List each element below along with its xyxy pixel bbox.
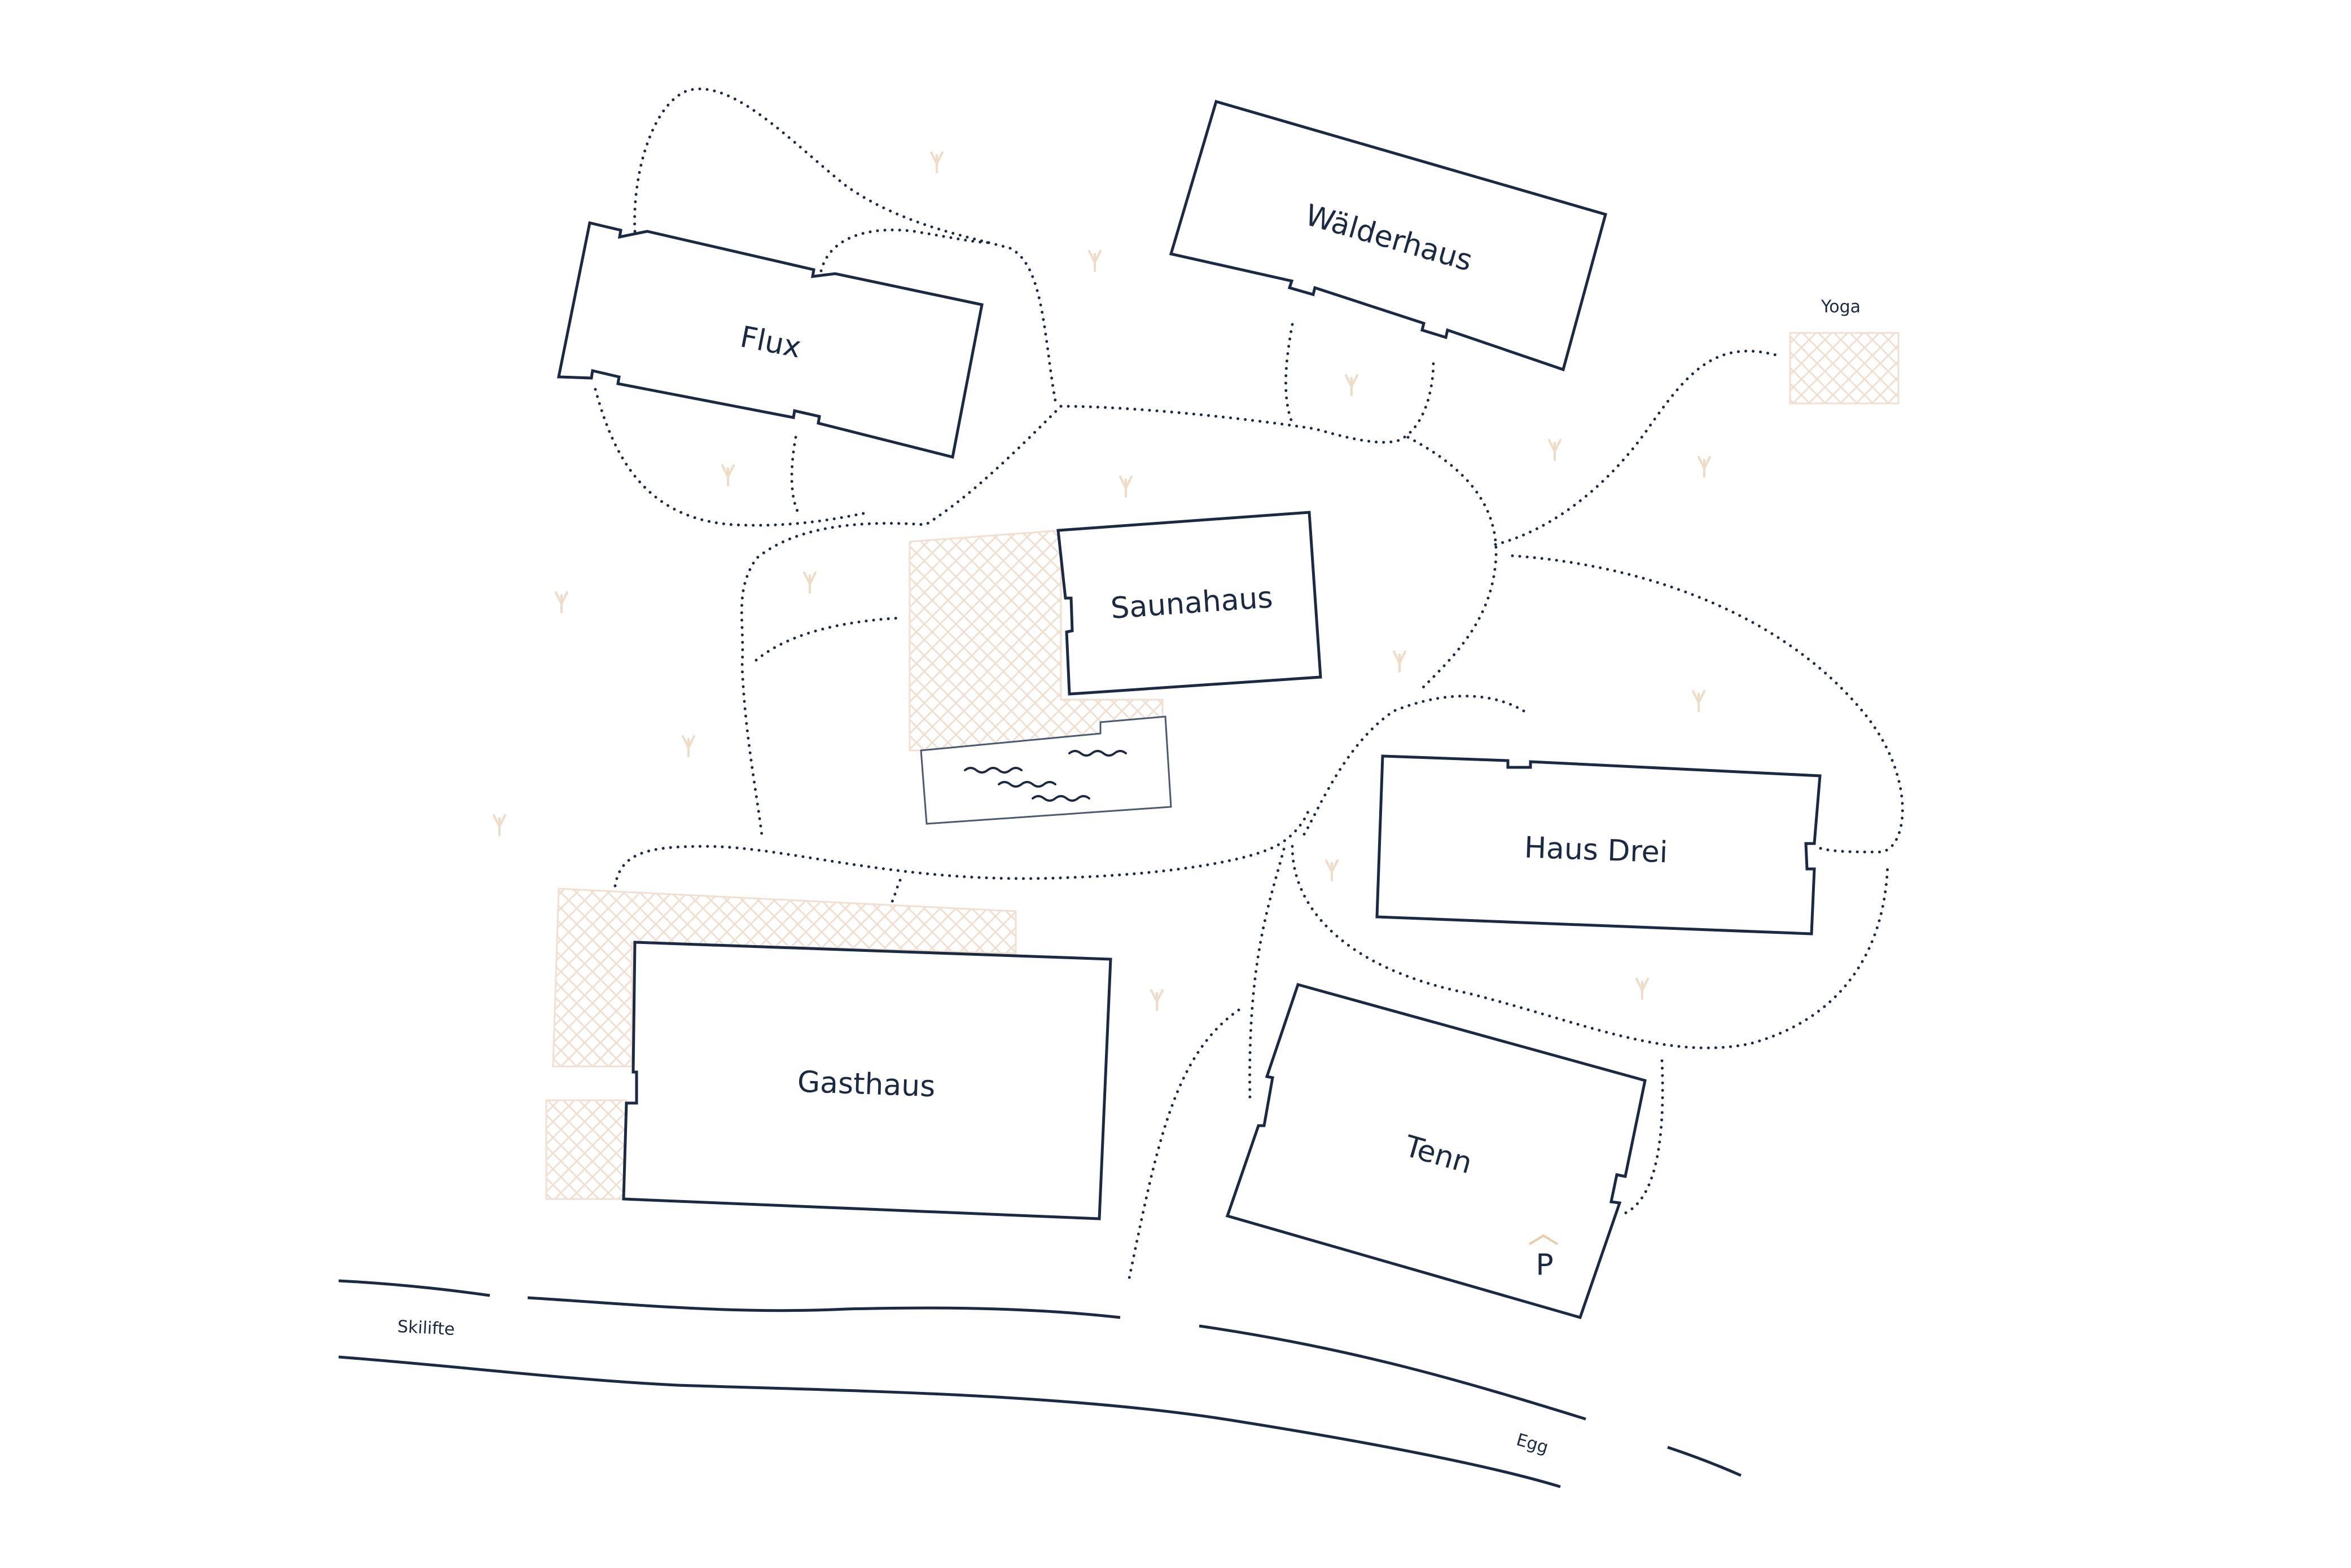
terraces [545,332,1900,1200]
roads [338,1279,1742,1488]
building-tenn[interactable] [1225,982,1647,1320]
building-saunahaus[interactable] [1056,511,1322,696]
parking-label: P [1536,1248,1553,1282]
gasthaus-terrace [552,888,1017,1068]
gasthaus-terrace-lower [545,1099,628,1200]
building-waelderhaus[interactable] [1169,99,1608,372]
footpaths [594,87,1904,1282]
label-skilifte: Skilifte [397,1317,455,1339]
building-flux[interactable] [556,221,984,459]
tree-icons [493,151,1711,1011]
pool [920,715,1172,825]
building-gasthaus[interactable] [622,941,1112,1220]
parking-icon: P [1528,1234,1559,1282]
building-haus-drei[interactable] [1375,754,1822,935]
label-egg: Egg [1514,1430,1550,1457]
buildings [556,99,1822,1320]
label-haus-drei: Haus Drei [1524,831,1668,870]
yoga-area [1789,332,1900,405]
label-gasthaus: Gasthaus [797,1065,936,1104]
label-yoga: Yoga [1821,297,1861,317]
